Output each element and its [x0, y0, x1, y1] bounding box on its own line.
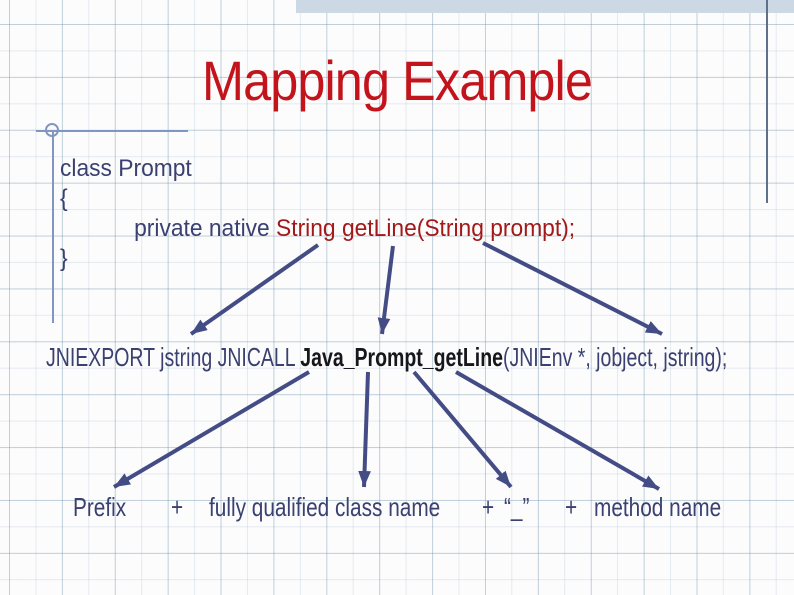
- left-decor-hline: [36, 130, 188, 132]
- java-native-declaration: private native String getLine(String pro…: [60, 214, 575, 244]
- formula-class-name: fully qualified class name: [209, 492, 441, 522]
- formula-underscore: “_”: [504, 492, 530, 522]
- java-class-line: class Prompt: [60, 155, 192, 182]
- arrow-cfunction-to-class-name: [358, 371, 371, 488]
- left-decor-vline: [52, 131, 54, 323]
- c-signature-params: (JNIEnv *, jobject, jstring);: [502, 342, 728, 372]
- java-code-block: class Prompt { private native String get…: [60, 154, 575, 274]
- left-decor-circle: [45, 123, 59, 137]
- formula-prefix: Prefix: [73, 492, 127, 522]
- c-signature-macros: JNIEXPORT jstring JNICALL: [46, 342, 301, 372]
- formula-plus-2: +: [482, 492, 495, 522]
- formula-method-name: method name: [594, 492, 722, 522]
- formula-plus-1: +: [171, 492, 184, 522]
- java-native-signature: String getLine(String prompt);: [276, 215, 576, 242]
- java-close-brace: }: [60, 245, 68, 272]
- java-native-keywords: private native: [134, 215, 277, 242]
- c-signature-line: JNIEXPORT jstring JNICALL Java_Prompt_ge…: [46, 344, 727, 370]
- arrow-cfunction-to-prefix: [112, 370, 311, 489]
- c-function-name: Java_Prompt_getLine: [300, 342, 503, 372]
- java-open-brace: {: [60, 185, 68, 212]
- arrow-cfunction-to-method-name: [455, 370, 660, 491]
- formula-plus-3: +: [565, 492, 578, 522]
- right-accent-line: [766, 0, 768, 203]
- top-accent-band: [296, 0, 794, 13]
- slide-title: Mapping Example: [202, 49, 593, 112]
- arrow-cfunction-to-underscore: [412, 370, 513, 489]
